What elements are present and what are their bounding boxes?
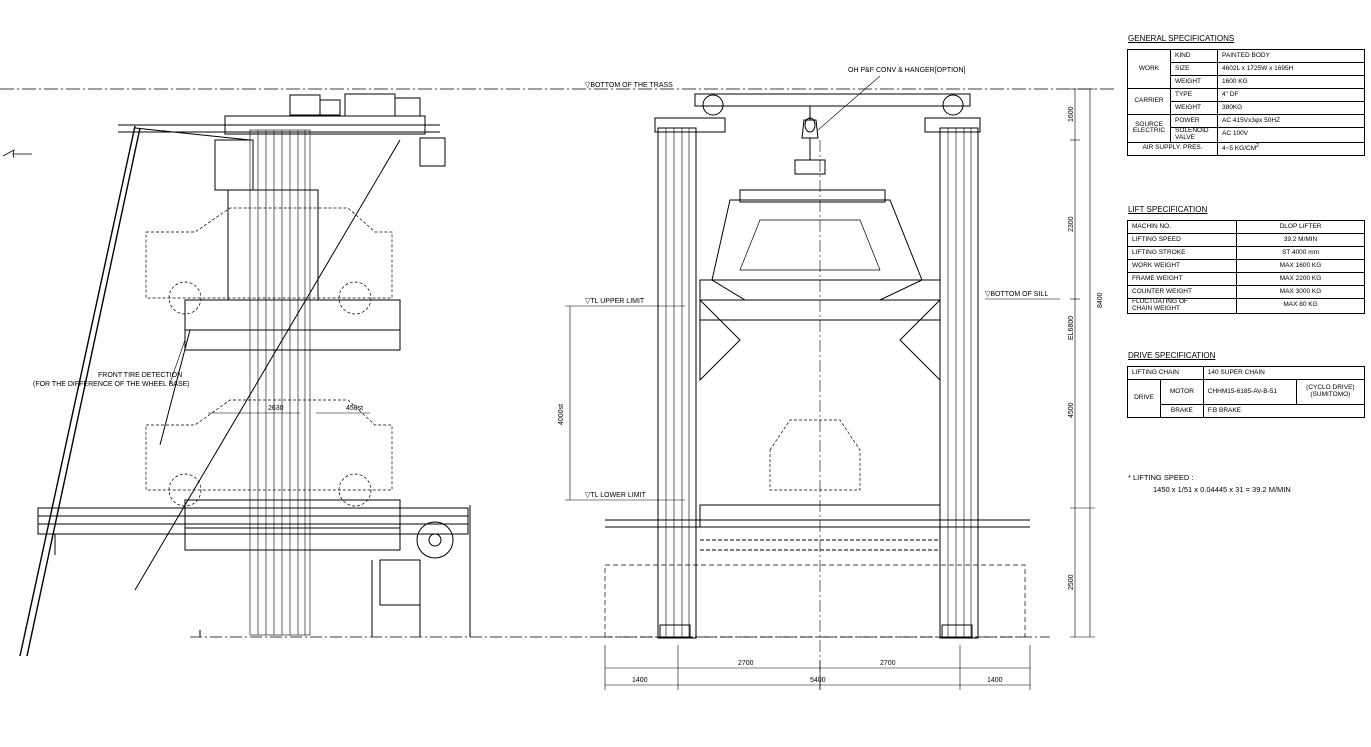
motor-value: CHHM15-6185-AV-B-51	[1202, 379, 1297, 405]
size-value: 4602L x 1725W x 1695H	[1217, 62, 1365, 76]
lifting-chain-value: 140 SUPER CHAIN	[1202, 366, 1366, 380]
dim-450st: 450st	[346, 405, 364, 412]
type-label: TYPE	[1170, 88, 1218, 102]
work-weight-value: 1600 KG	[1217, 75, 1365, 89]
brake-label: BRAKE	[1160, 404, 1204, 418]
general-spec-table: WORK KIND PAINTED BODY SIZE 4602L x 1725…	[1127, 49, 1365, 156]
dim-2500: 2500	[1068, 574, 1075, 590]
motor-note2: (SUMITOMO)	[1310, 391, 1351, 398]
air-supply-value-text: 4~5 KG/CM	[1222, 145, 1257, 153]
front-tire-detection-label: FRONT TIRE DETECTION	[98, 372, 183, 379]
lift-spec-key: COUNTER WEIGHT	[1127, 285, 1237, 299]
air-supply-superscript: 2	[1256, 143, 1259, 150]
motor-note1: (CYCLO DRIVE)	[1306, 384, 1355, 392]
speed-note-line2: 1450 x 1/51 x 0.04445 x 31 = 39.2 M/MIN	[1153, 485, 1291, 494]
lift-spec-value: 39.2 M/MIN	[1236, 233, 1365, 247]
dim-2300: 2300	[1068, 216, 1075, 232]
side-view	[19, 93, 600, 657]
lift-spec-key: LIFTING SPEED	[1127, 233, 1237, 247]
front-view	[565, 75, 1095, 690]
valve-label: VALVE	[1175, 133, 1195, 141]
fluctuating-line1: FLUCTUATING OF	[1132, 298, 1188, 305]
type-value: 4" DF	[1217, 88, 1365, 102]
lift-spec-key: MACHIN NO.	[1127, 220, 1237, 234]
kind-label: KIND	[1170, 49, 1218, 63]
dim-8400: 8400	[1097, 292, 1104, 308]
general-spec-title: GENERAL SPECIFICATIONS	[1128, 34, 1235, 43]
carrier-weight-label: WEIGHT	[1170, 101, 1218, 115]
motor-label: MOTOR	[1160, 379, 1204, 405]
dim-2700-left: 2700	[738, 660, 754, 667]
direction-arrow	[2, 149, 32, 159]
dim-1400-right: 1400	[987, 677, 1003, 684]
lift-spec-title: LIFT SPECIFICATION	[1128, 205, 1208, 214]
source-label: SOURCE	[1135, 120, 1163, 128]
lift-spec-key: FRAME WEIGHT	[1127, 272, 1237, 286]
air-supply-label: AIR SUPPLY. PRES.	[1127, 141, 1218, 156]
kind-value: PAINTED BODY	[1217, 49, 1365, 63]
bottom-of-sill-label: ▽BOTTOM OF SILL	[985, 291, 1049, 298]
solenoid-label: SOLENOID	[1175, 127, 1209, 134]
lift-spec-value: MAX 3000 KG	[1236, 285, 1365, 299]
lift-spec-key: WORK WEIGHT	[1127, 259, 1237, 273]
dim-5400: 5400	[810, 677, 826, 684]
dim-el6800: EL6800	[1068, 315, 1075, 340]
bottom-of-trass-label: ▽BOTTOM OF THE TRASS	[585, 82, 673, 89]
lift-spec-value: MAX 1600 KG	[1236, 259, 1365, 273]
lift-spec-value: ST 4000 mm	[1236, 246, 1365, 260]
dim-4000st: 4000st	[558, 403, 565, 425]
carrier-weight-value: 380KG	[1217, 101, 1365, 115]
drive-spec-table: LIFTING CHAIN 140 SUPER CHAIN DRIVE MOTO…	[1127, 366, 1366, 418]
oh-conv-label: OH P&F CONV & HANGER[OPTION]	[848, 67, 966, 74]
dim-1400-left: 1400	[632, 677, 648, 684]
dim-2630: 2630	[268, 405, 284, 412]
solenoid-value: AC 100V	[1217, 127, 1365, 143]
wheel-base-note-label: (FOR THE DIFFERENCE OF THE WHEEL BASE)	[33, 381, 190, 388]
dim-1600: 1600	[1068, 106, 1075, 122]
carrier-header: CARRIER	[1127, 88, 1171, 115]
brake-value: F.B BRAKE	[1202, 404, 1366, 418]
lift-spec-key: LIFTING STROKE	[1127, 246, 1237, 260]
drive-spec-title: DRIVE SPECIFICATION	[1128, 351, 1216, 360]
air-supply-value: 4~5 KG/CM2	[1217, 141, 1365, 156]
work-header: WORK	[1127, 49, 1171, 89]
dim-4500: 4500	[1068, 402, 1075, 418]
size-label: SIZE	[1170, 62, 1218, 76]
drive-header: DRIVE	[1127, 379, 1161, 418]
fluctuating-value: MAX 80 KG	[1236, 298, 1365, 314]
dim-2700-right: 2700	[880, 660, 896, 667]
tl-upper-limit-label: ▽TL UPPER LIMIT	[585, 298, 645, 305]
speed-note-line1: * LIFTING SPEED :	[1128, 473, 1194, 482]
fluctuating-line2: CHAIN WEIGHT	[1132, 304, 1181, 312]
tl-lower-limit-label: ▽TL LOWER LIMIT	[585, 492, 646, 499]
electric-label: ELECTRIC	[1132, 127, 1166, 135]
lift-spec-value: MAX 2200 KG	[1236, 272, 1365, 286]
lifter-drawing	[0, 75, 1115, 690]
power-label: POWER	[1170, 114, 1218, 128]
work-weight-label: WEIGHT	[1170, 75, 1218, 89]
motor-note: (CYCLO DRIVE)(SUMITOMO)	[1296, 379, 1366, 405]
lift-spec-value: DLOP LIFTER	[1236, 220, 1365, 234]
power-value: AC 415Vx3φx 50HZ	[1217, 114, 1365, 128]
lifting-chain-label: LIFTING CHAIN	[1127, 366, 1204, 380]
